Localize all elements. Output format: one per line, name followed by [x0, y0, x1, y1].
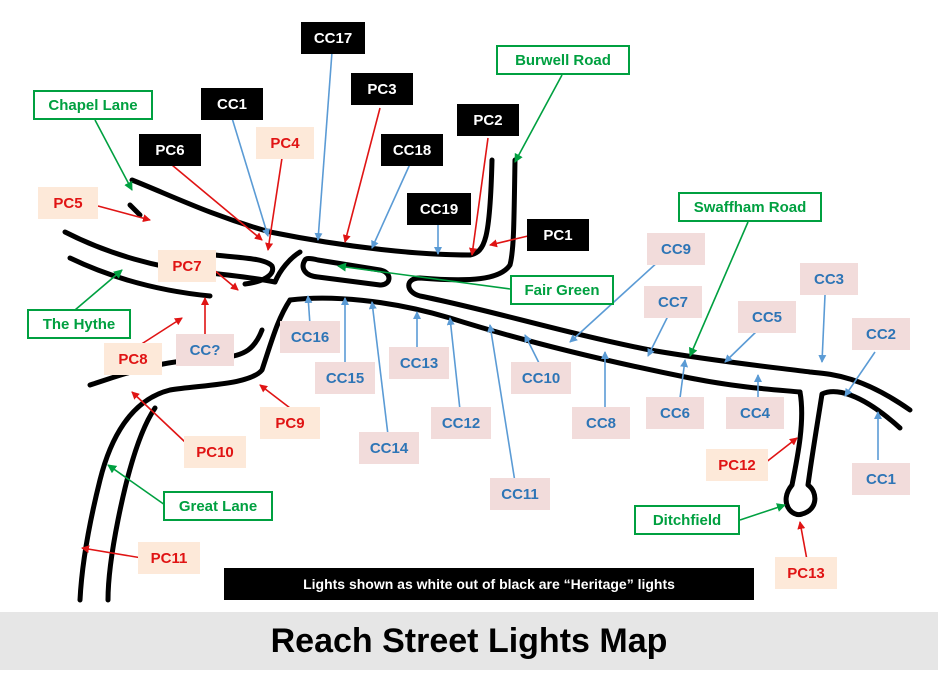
arrows — [74, 51, 882, 561]
road-edge — [287, 295, 803, 395]
light-cc1-east: CC1 — [852, 463, 910, 495]
road-label-the-hythe: The Hythe — [27, 309, 131, 339]
road-edge — [272, 249, 303, 285]
road-edge — [67, 255, 213, 299]
light-cc7: CC7 — [644, 286, 702, 318]
title-bar: Reach Street Lights Map — [0, 612, 938, 670]
light-cc4: CC4 — [726, 397, 784, 429]
road-edge — [129, 157, 495, 258]
heritage-light-pc1: PC1 — [527, 219, 589, 251]
light-cc14: CC14 — [359, 432, 419, 464]
road-label-fair-green: Fair Green — [510, 275, 614, 305]
light-cc8: CC8 — [572, 407, 630, 439]
road-label-great-lane: Great Lane — [163, 491, 273, 521]
heritage-note: Lights shown as white out of black are “… — [224, 568, 754, 600]
light-cc11: CC11 — [490, 478, 550, 510]
light-pc10: PC10 — [184, 436, 246, 468]
map-title: Reach Street Lights Map — [270, 621, 668, 660]
heritage-light-cc17: CC17 — [301, 22, 365, 54]
light-cc13: CC13 — [389, 347, 449, 379]
light-cc10: CC10 — [511, 362, 571, 394]
light-cc9: CC9 — [647, 233, 705, 265]
heritage-light-cc1: CC1 — [201, 88, 263, 120]
road-label-ditchfield: Ditchfield — [634, 505, 740, 535]
light-pc13: PC13 — [775, 557, 837, 589]
light-cc12: CC12 — [431, 407, 491, 439]
light-pc11: PC11 — [138, 542, 200, 574]
light-pc12: PC12 — [706, 449, 768, 481]
road-edge — [783, 389, 903, 518]
road-outlines — [62, 157, 913, 603]
road-label-chapel-lane: Chapel Lane — [33, 90, 153, 120]
light-cc5: CC5 — [738, 301, 796, 333]
light-cc3: CC3 — [800, 263, 858, 295]
fair-green-outline — [300, 256, 392, 288]
light-cc-unknown: CC? — [176, 334, 234, 366]
road-edge — [77, 297, 293, 603]
heritage-light-pc3: PC3 — [351, 73, 413, 105]
road-label-swaffham-road: Swaffham Road — [678, 192, 822, 222]
light-cc16: CC16 — [280, 321, 340, 353]
heritage-light-pc2: PC2 — [457, 104, 519, 136]
heritage-light-cc19: CC19 — [407, 193, 471, 225]
road-label-burwell-road: Burwell Road — [496, 45, 630, 75]
heritage-light-pc6: PC6 — [139, 134, 201, 166]
light-pc8: PC8 — [104, 343, 162, 375]
light-pc9: PC9 — [260, 407, 320, 439]
light-cc15: CC15 — [315, 362, 375, 394]
road-edge — [406, 157, 913, 413]
light-cc6: CC6 — [646, 397, 704, 429]
road-edge — [127, 202, 143, 218]
light-cc2: CC2 — [852, 318, 910, 350]
light-pc7: PC7 — [158, 250, 216, 282]
light-pc5: PC5 — [38, 187, 98, 219]
road-edge — [105, 405, 158, 603]
heritage-light-cc18: CC18 — [381, 134, 443, 166]
light-pc4: PC4 — [256, 127, 314, 159]
street-map — [62, 51, 913, 603]
